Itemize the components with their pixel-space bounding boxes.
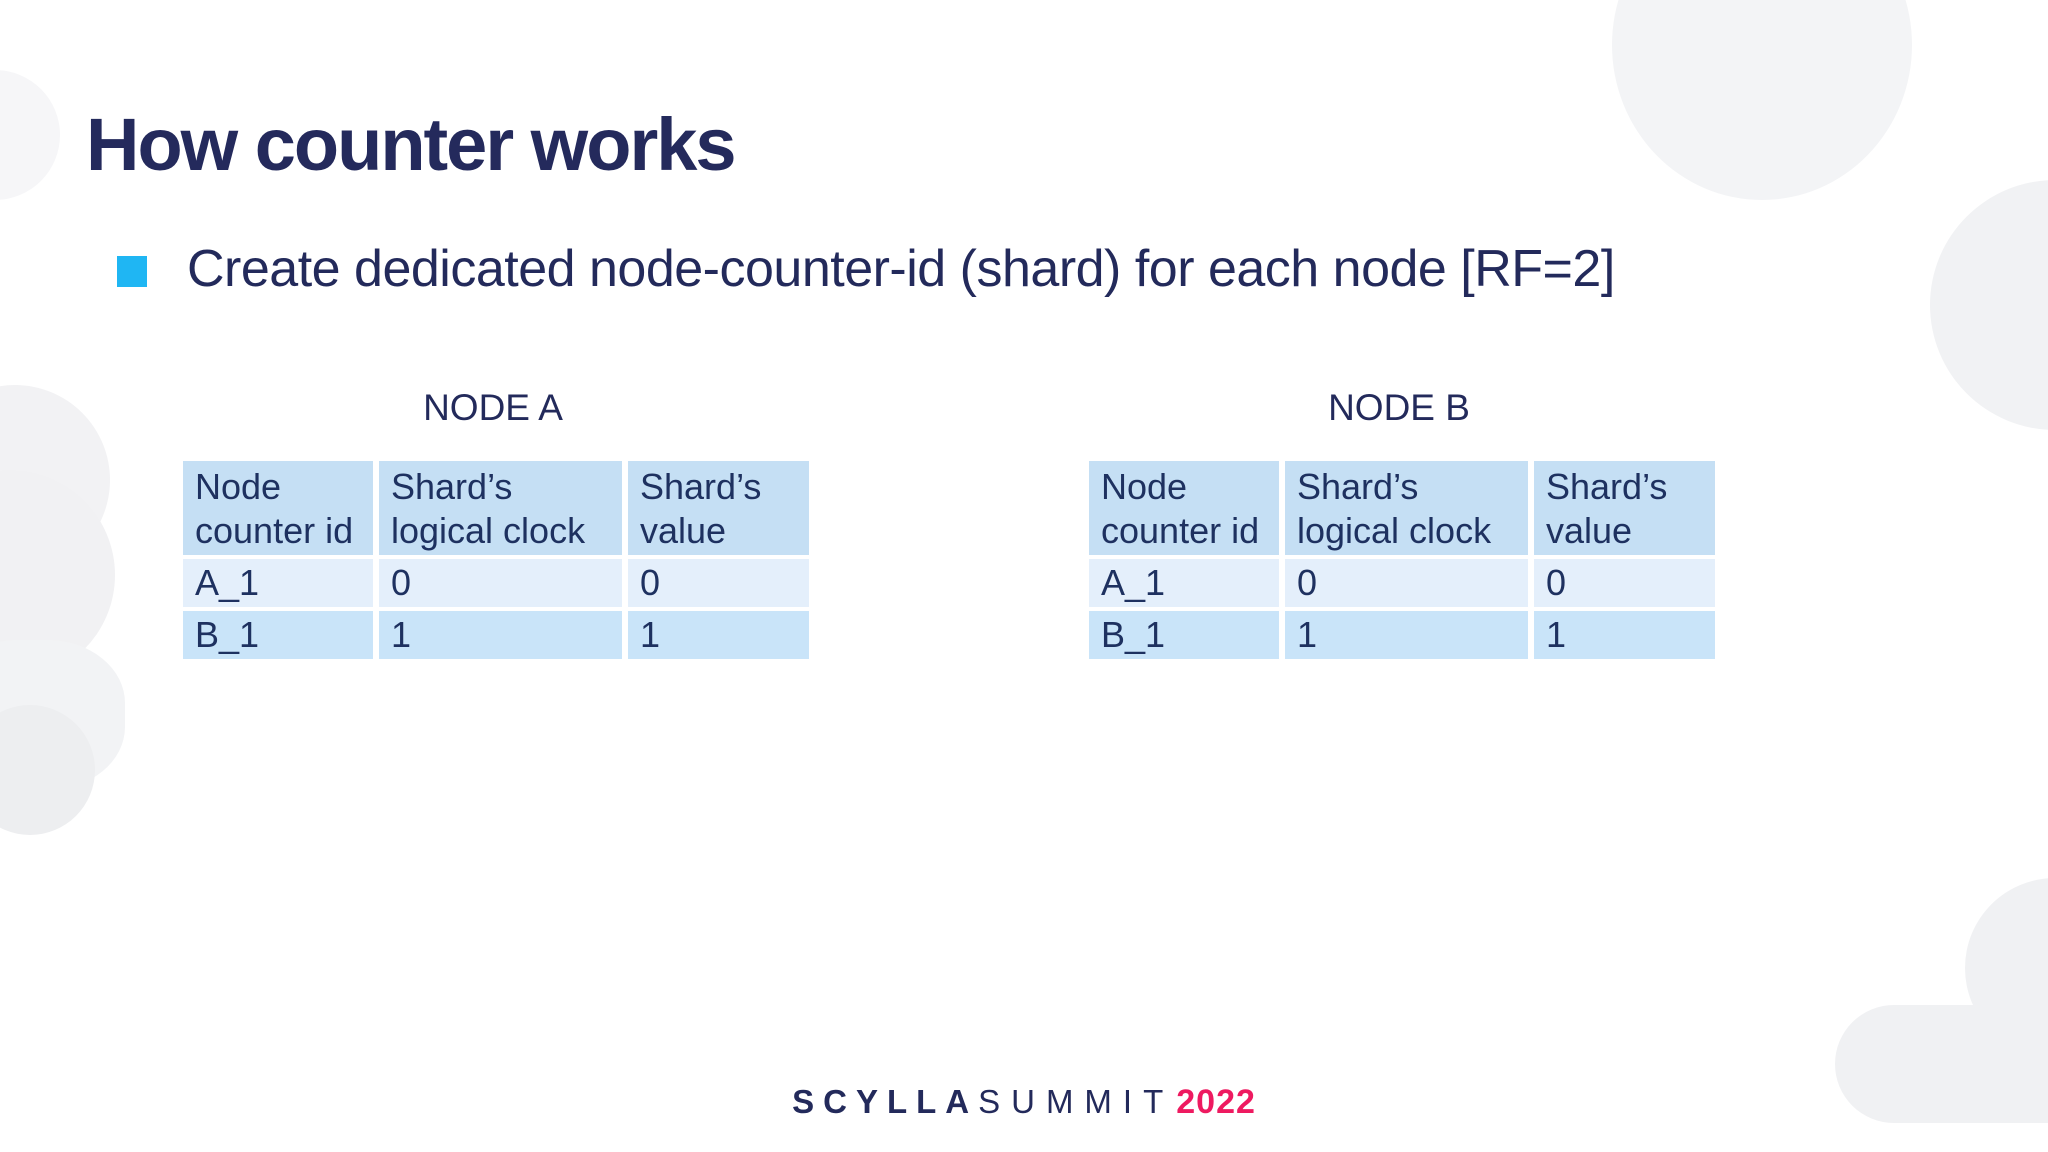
node-a-title: NODE A <box>423 387 563 428</box>
node-b-table: Node counter id Shard’s logical clock Sh… <box>1083 457 1721 663</box>
table-header-row: Node counter id Shard’s logical clock Sh… <box>1089 461 1715 555</box>
table-row: A_1 0 0 <box>183 559 809 607</box>
cell-counter-id: B_1 <box>183 611 373 659</box>
bullet-square-icon <box>117 256 147 287</box>
table-row: A_1 0 0 <box>1089 559 1715 607</box>
cell-logical-clock: 1 <box>379 611 622 659</box>
bullet-line: Create dedicated node-counter-id (shard)… <box>117 238 1615 300</box>
cell-shard-value: 1 <box>1534 611 1715 659</box>
cell-counter-id: B_1 <box>1089 611 1279 659</box>
header-cell-shard-value: Shard’s value <box>1534 461 1715 555</box>
bg-blob-top-right <box>1612 0 1912 200</box>
node-b-section: NODE B Node counter id Shard’s logical c… <box>1083 385 1715 663</box>
table-row: B_1 1 1 <box>183 611 809 659</box>
cell-logical-clock: 0 <box>379 559 622 607</box>
table-header-row: Node counter id Shard’s logical clock Sh… <box>183 461 809 555</box>
scylla-summit-logo: SCYLLA SUMMIT 2022 <box>792 1083 1256 1122</box>
cell-counter-id: A_1 <box>183 559 373 607</box>
bg-blob-bottom-right-pill <box>1835 1005 2048 1123</box>
node-b-title: NODE B <box>1328 387 1470 428</box>
node-a-section: NODE A Node counter id Shard’s logical c… <box>177 385 809 663</box>
cell-counter-id: A_1 <box>1089 559 1279 607</box>
header-cell-node-counter-id: Node counter id <box>1089 461 1279 555</box>
bullet-text: Create dedicated node-counter-id (shard)… <box>187 240 1615 298</box>
logo-event-text: SUMMIT <box>978 1083 1175 1120</box>
header-cell-shard-value: Shard’s value <box>628 461 809 555</box>
cell-logical-clock: 1 <box>1285 611 1528 659</box>
bg-blob-right-edge <box>1930 180 2048 430</box>
bg-blob-left-top <box>0 70 60 200</box>
logo-year-text: 2022 <box>1176 1083 1256 1121</box>
cell-shard-value: 0 <box>628 559 809 607</box>
cell-shard-value: 1 <box>628 611 809 659</box>
table-row: B_1 1 1 <box>1089 611 1715 659</box>
cell-logical-clock: 0 <box>1285 559 1528 607</box>
cell-shard-value: 0 <box>1534 559 1715 607</box>
header-cell-logical-clock: Shard’s logical clock <box>379 461 622 555</box>
page-title: How counter works <box>86 102 737 186</box>
logo-brand-text: SCYLLA <box>792 1083 979 1120</box>
header-cell-logical-clock: Shard’s logical clock <box>1285 461 1528 555</box>
node-a-table: Node counter id Shard’s logical clock Sh… <box>177 457 815 663</box>
header-cell-node-counter-id: Node counter id <box>183 461 373 555</box>
